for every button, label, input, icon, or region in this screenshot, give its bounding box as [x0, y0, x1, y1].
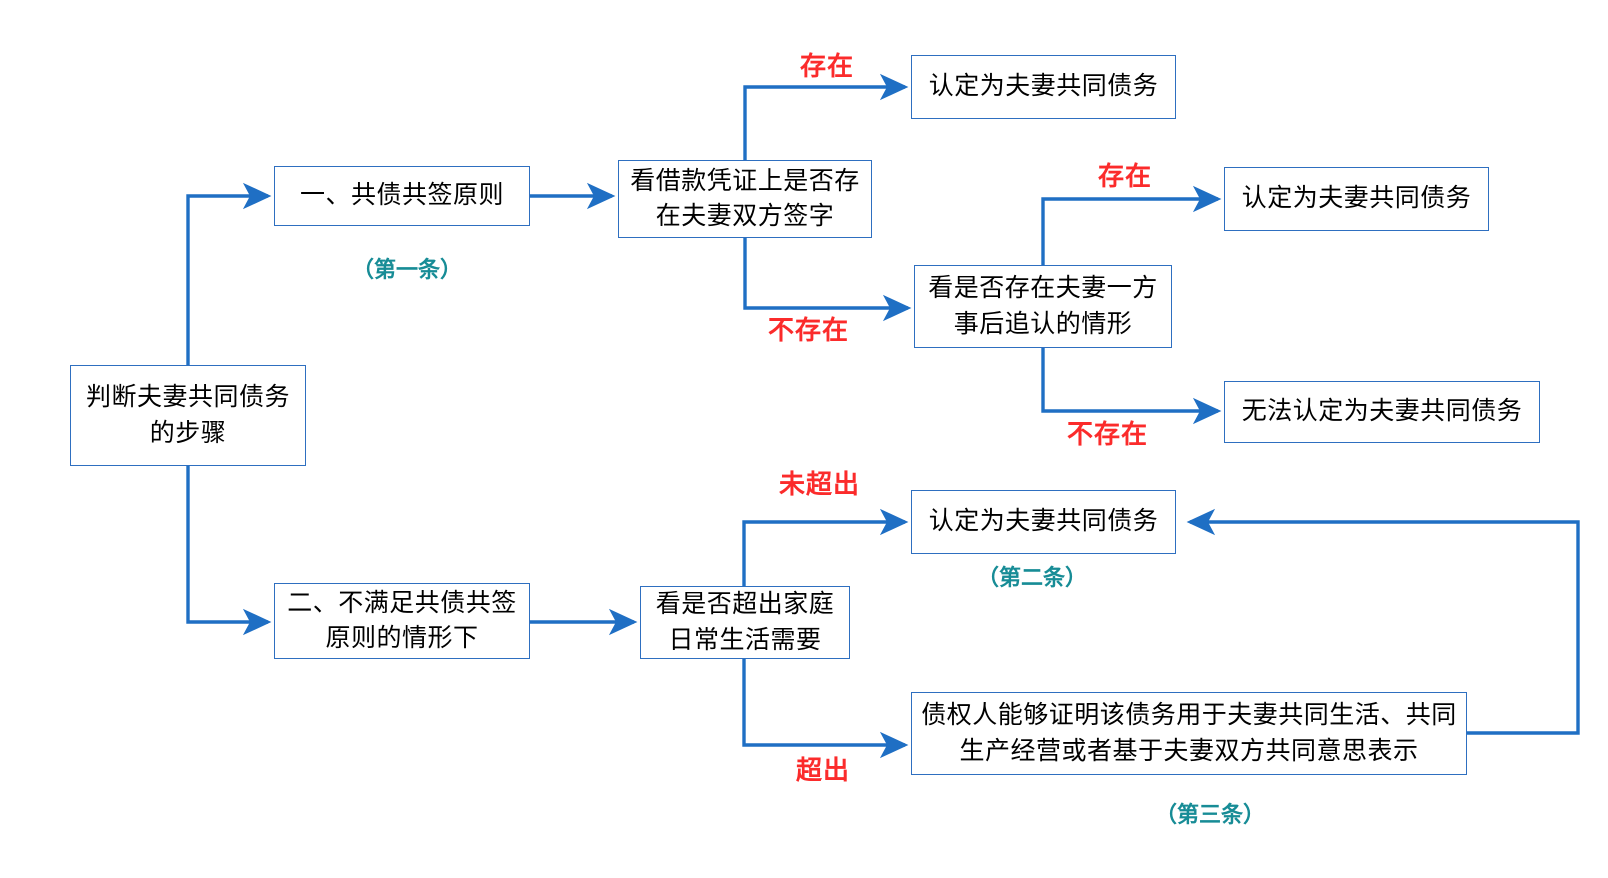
connector-decision3-not-exceed-to-result4: [742, 508, 909, 586]
node-result-1-line1: 认定为夫妻共同债务: [928, 72, 1159, 101]
edge-label-not-exists-1: 不存在: [768, 315, 850, 345]
node-result-4[interactable]: 认定为夫妻共同债务: [911, 490, 1176, 554]
node-decision-2-line1: 看是否存在夫妻一方: [928, 274, 1158, 302]
node-decision-1[interactable]: 看借款凭证上是否存 在夫妻双方签字: [618, 160, 872, 238]
connector-decision2-exists-to-result2: [1041, 185, 1222, 265]
edge-label-exists-1: 存在: [800, 51, 855, 81]
node-result-5[interactable]: 债权人能够证明该债务用于夫妻共同生活、共同 生产经营或者基于夫妻双方共同意思表示: [911, 692, 1467, 775]
connector-root-to-branch1: [186, 182, 272, 365]
node-root[interactable]: 判断夫妻共同债务 的步骤: [70, 365, 306, 466]
node-result-2[interactable]: 认定为夫妻共同债务: [1224, 167, 1489, 231]
caption-article-1: （第一条）: [352, 257, 463, 282]
node-decision-3-line1: 看是否超出家庭: [655, 590, 835, 618]
node-root-line1: 判断夫妻共同债务: [85, 383, 290, 411]
caption-article-2: （第二条）: [977, 565, 1088, 590]
connector-root-to-branch2: [186, 466, 272, 636]
node-result-1[interactable]: 认定为夫妻共同债务: [911, 55, 1176, 119]
node-result-2-line1: 认定为夫妻共同债务: [1241, 184, 1472, 213]
node-branch-1[interactable]: 一、共债共签原则: [274, 166, 530, 226]
caption-article-3: （第三条）: [1155, 802, 1266, 827]
connector-decision1-not-exists-to-decision2: [743, 238, 912, 322]
node-root-line2: 的步骤: [149, 418, 227, 447]
connector-result5-back-to-result4: [1186, 508, 1580, 735]
edge-label-exists-2: 存在: [1098, 161, 1153, 191]
node-branch-1-line1: 一、共债共签原则: [299, 181, 504, 210]
connector-decision3-exceed-to-result5: [742, 659, 909, 759]
edge-label-exceed: 超出: [796, 755, 851, 785]
node-decision-3-line2: 日常生活需要: [668, 625, 822, 654]
node-branch-2-line1: 二、不满足共债共签: [287, 588, 517, 617]
node-result-4-line1: 认定为夫妻共同债务: [928, 507, 1159, 536]
connector-decision2-not-exists-to-result3: [1041, 348, 1222, 425]
node-decision-2-line2: 事后追认的情形: [953, 309, 1133, 338]
node-result-5-line1: 债权人能够证明该债务用于夫妻共同生活、共同: [921, 701, 1457, 729]
node-decision-3[interactable]: 看是否超出家庭 日常生活需要: [640, 586, 850, 659]
node-decision-2[interactable]: 看是否存在夫妻一方 事后追认的情形: [914, 265, 1172, 348]
node-branch-2-line2: 原则的情形下: [325, 624, 479, 652]
connector-decision1-exists-to-result1: [743, 73, 909, 160]
node-branch-2[interactable]: 二、不满足共债共签 原则的情形下: [274, 583, 530, 659]
node-result-3-line1: 无法认定为夫妻共同债务: [1241, 397, 1523, 426]
node-decision-1-line1: 看借款凭证上是否存: [630, 166, 860, 195]
node-result-5-line2: 生产经营或者基于夫妻双方共同意思表示: [959, 736, 1419, 765]
edge-label-not-exists-2: 不存在: [1067, 419, 1149, 449]
edge-label-not-exceed: 未超出: [779, 469, 861, 499]
node-result-3[interactable]: 无法认定为夫妻共同债务: [1224, 381, 1540, 443]
node-decision-1-line2: 在夫妻双方签字: [655, 202, 835, 230]
